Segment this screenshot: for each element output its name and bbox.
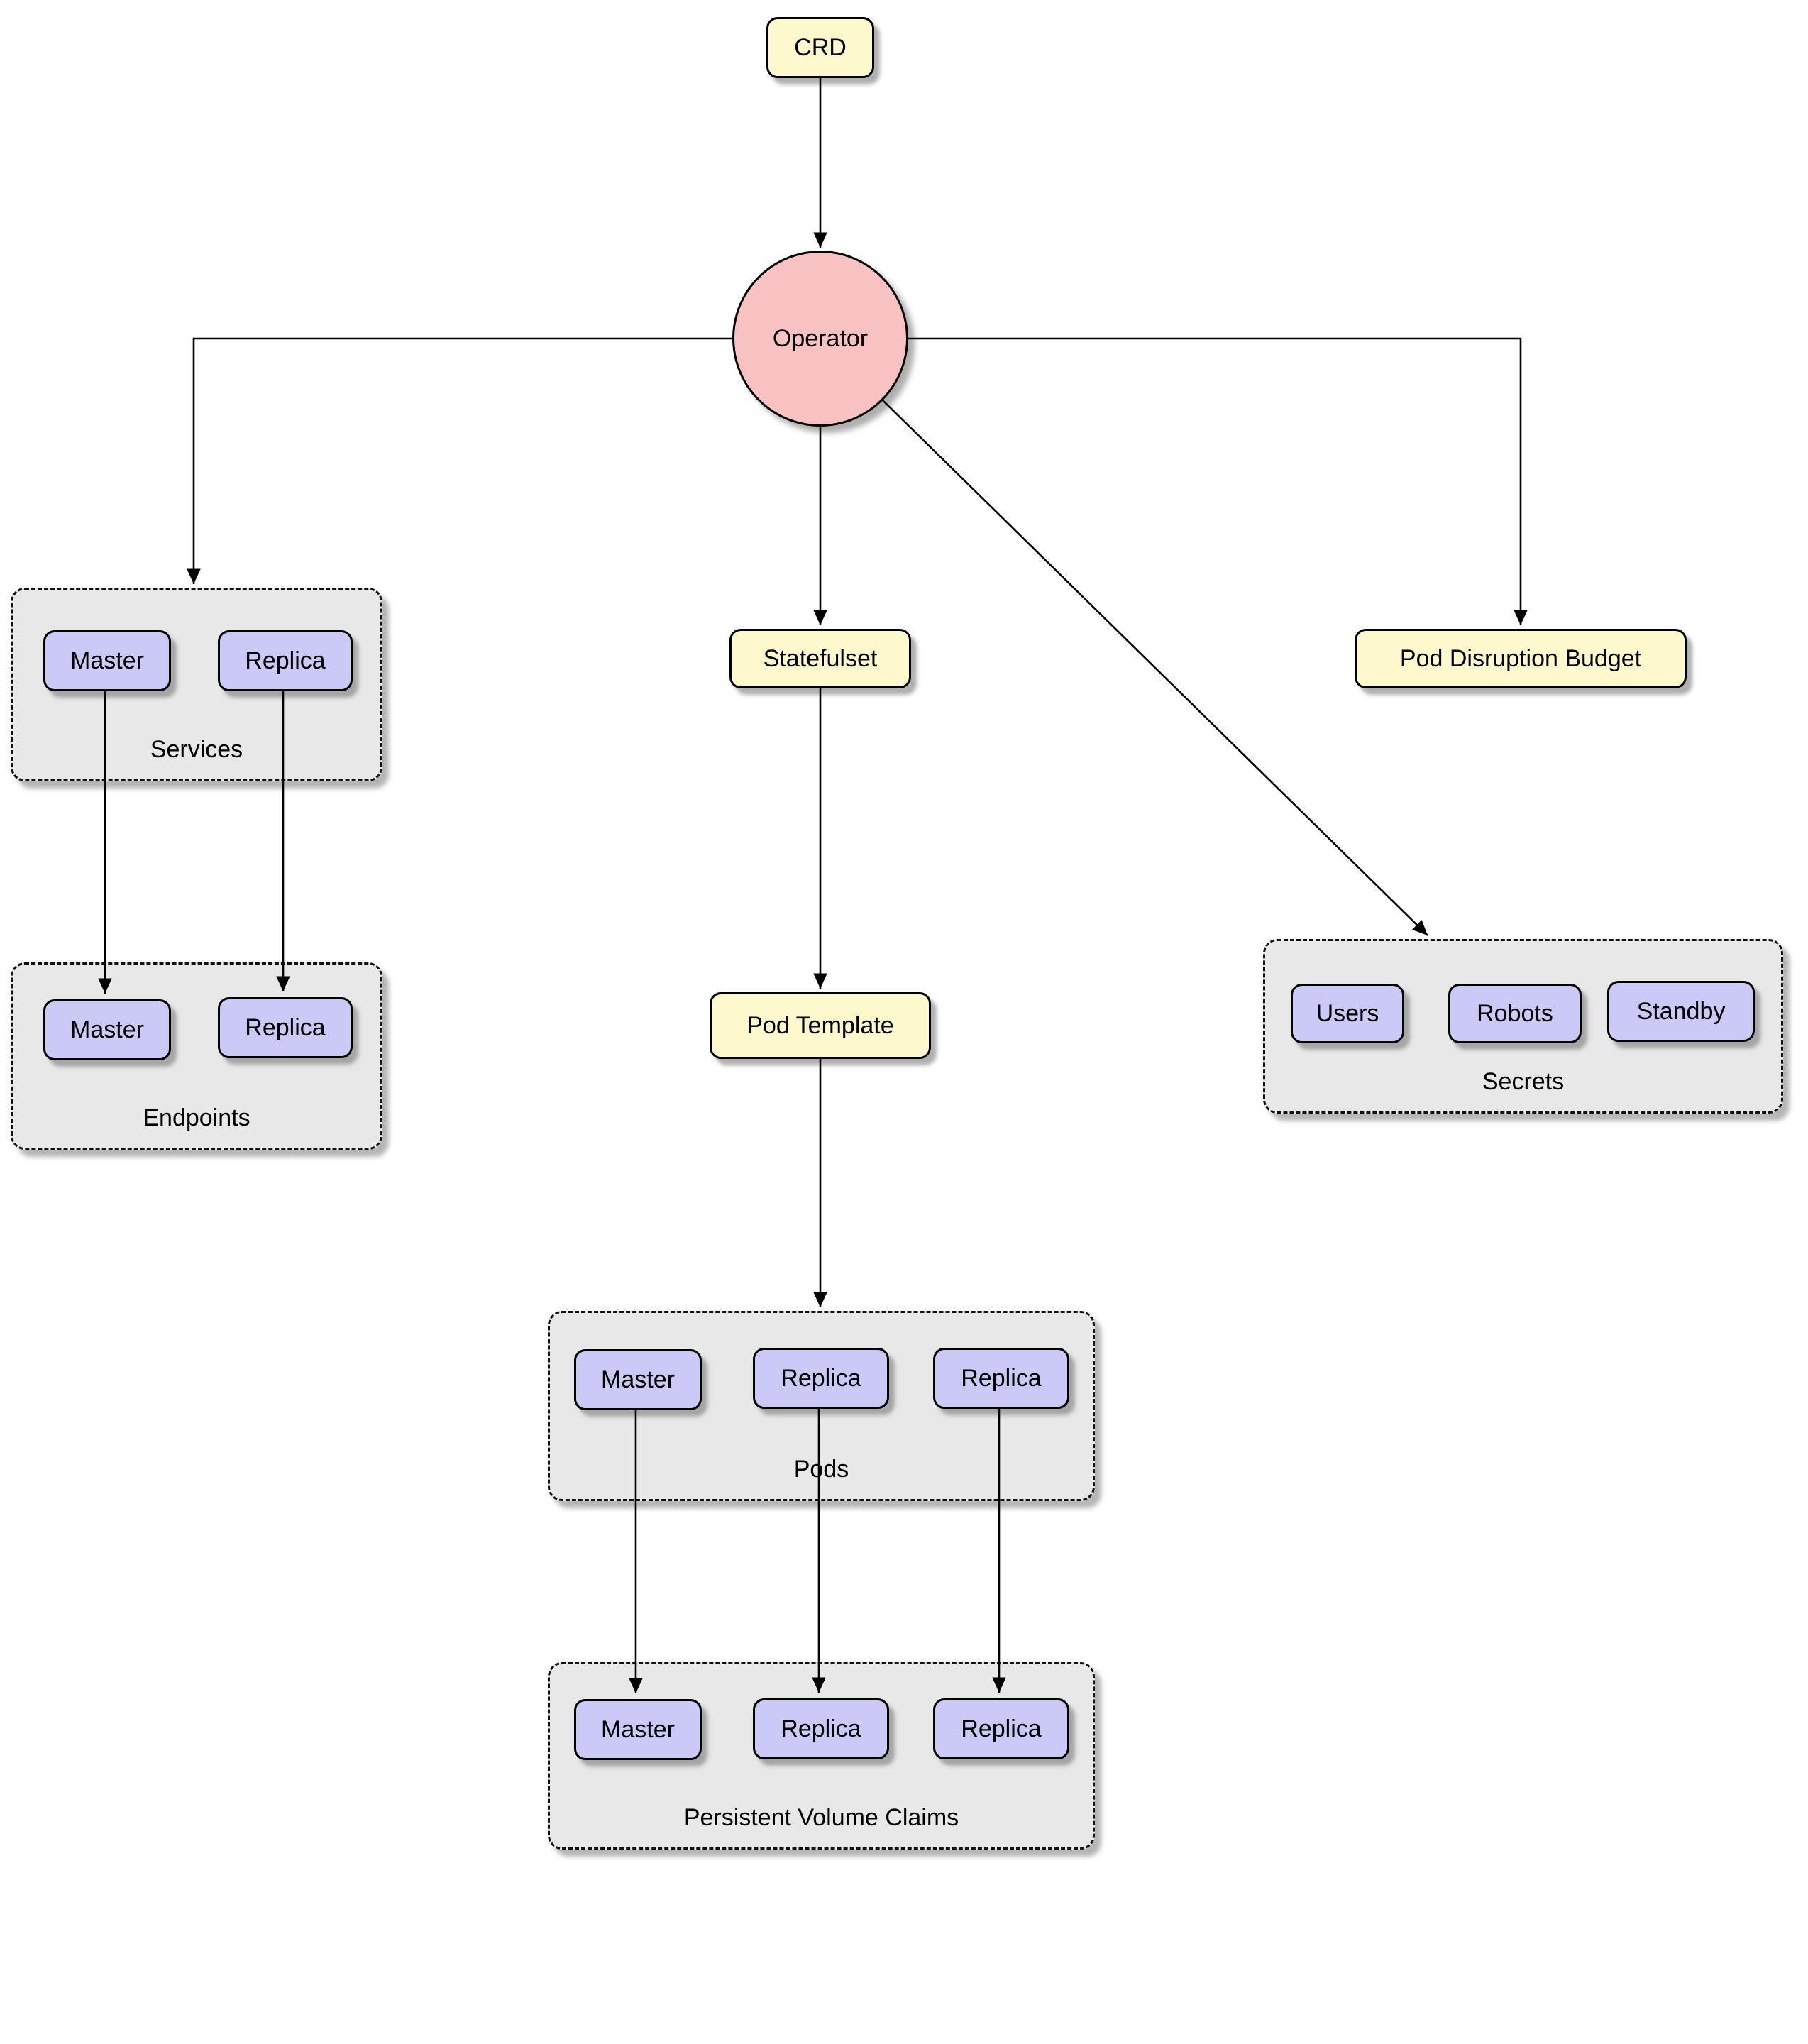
group-pods: Master Replica Replica Pods [548, 1311, 1095, 1501]
group-secrets: Users Robots Standby Secrets [1263, 939, 1783, 1114]
endpoints-replica-node: Replica [218, 997, 353, 1058]
services-replica-node: Replica [218, 630, 353, 691]
edge-operator-to-secrets [882, 400, 1428, 936]
pvc-master-node: Master [574, 1699, 702, 1760]
edge-operator-to-pod-disruption-budget [908, 337, 1528, 625]
node-pod-template: Pod Template [710, 992, 931, 1059]
node-crd: CRD [766, 17, 874, 78]
secrets-users-node: Users [1291, 984, 1404, 1043]
pods-replica1-node: Replica [753, 1348, 889, 1409]
edge-operator-to-services [187, 337, 732, 584]
services-master-node: Master [43, 630, 171, 691]
group-persistent-volume-claims: Master Replica Replica Persistent Volume… [548, 1662, 1095, 1850]
group-label-persistent-volume-claims: Persistent Volume Claims [683, 1804, 959, 1831]
group-label-endpoints: Endpoints [143, 1104, 250, 1131]
endpoints-master-node: Master [43, 999, 171, 1060]
node-operator: Operator [732, 251, 908, 427]
secrets-standby-node: Standby [1607, 981, 1755, 1042]
pvc-replica1-node: Replica [753, 1698, 889, 1759]
group-label-pods: Pods [793, 1456, 849, 1483]
node-pod-disruption-budget: Pod Disruption Budget [1355, 629, 1687, 688]
group-services: Master Replica Services [11, 588, 382, 781]
group-label-secrets: Secrets [1482, 1068, 1565, 1095]
group-label-services: Services [150, 736, 243, 763]
pods-master-node: Master [574, 1349, 702, 1410]
group-endpoints: Master Replica Endpoints [11, 962, 382, 1150]
pods-replica2-node: Replica [933, 1348, 1069, 1409]
node-statefulset: Statefulset [729, 629, 911, 688]
pvc-replica2-node: Replica [933, 1698, 1069, 1759]
secrets-robots-node: Robots [1448, 984, 1582, 1043]
